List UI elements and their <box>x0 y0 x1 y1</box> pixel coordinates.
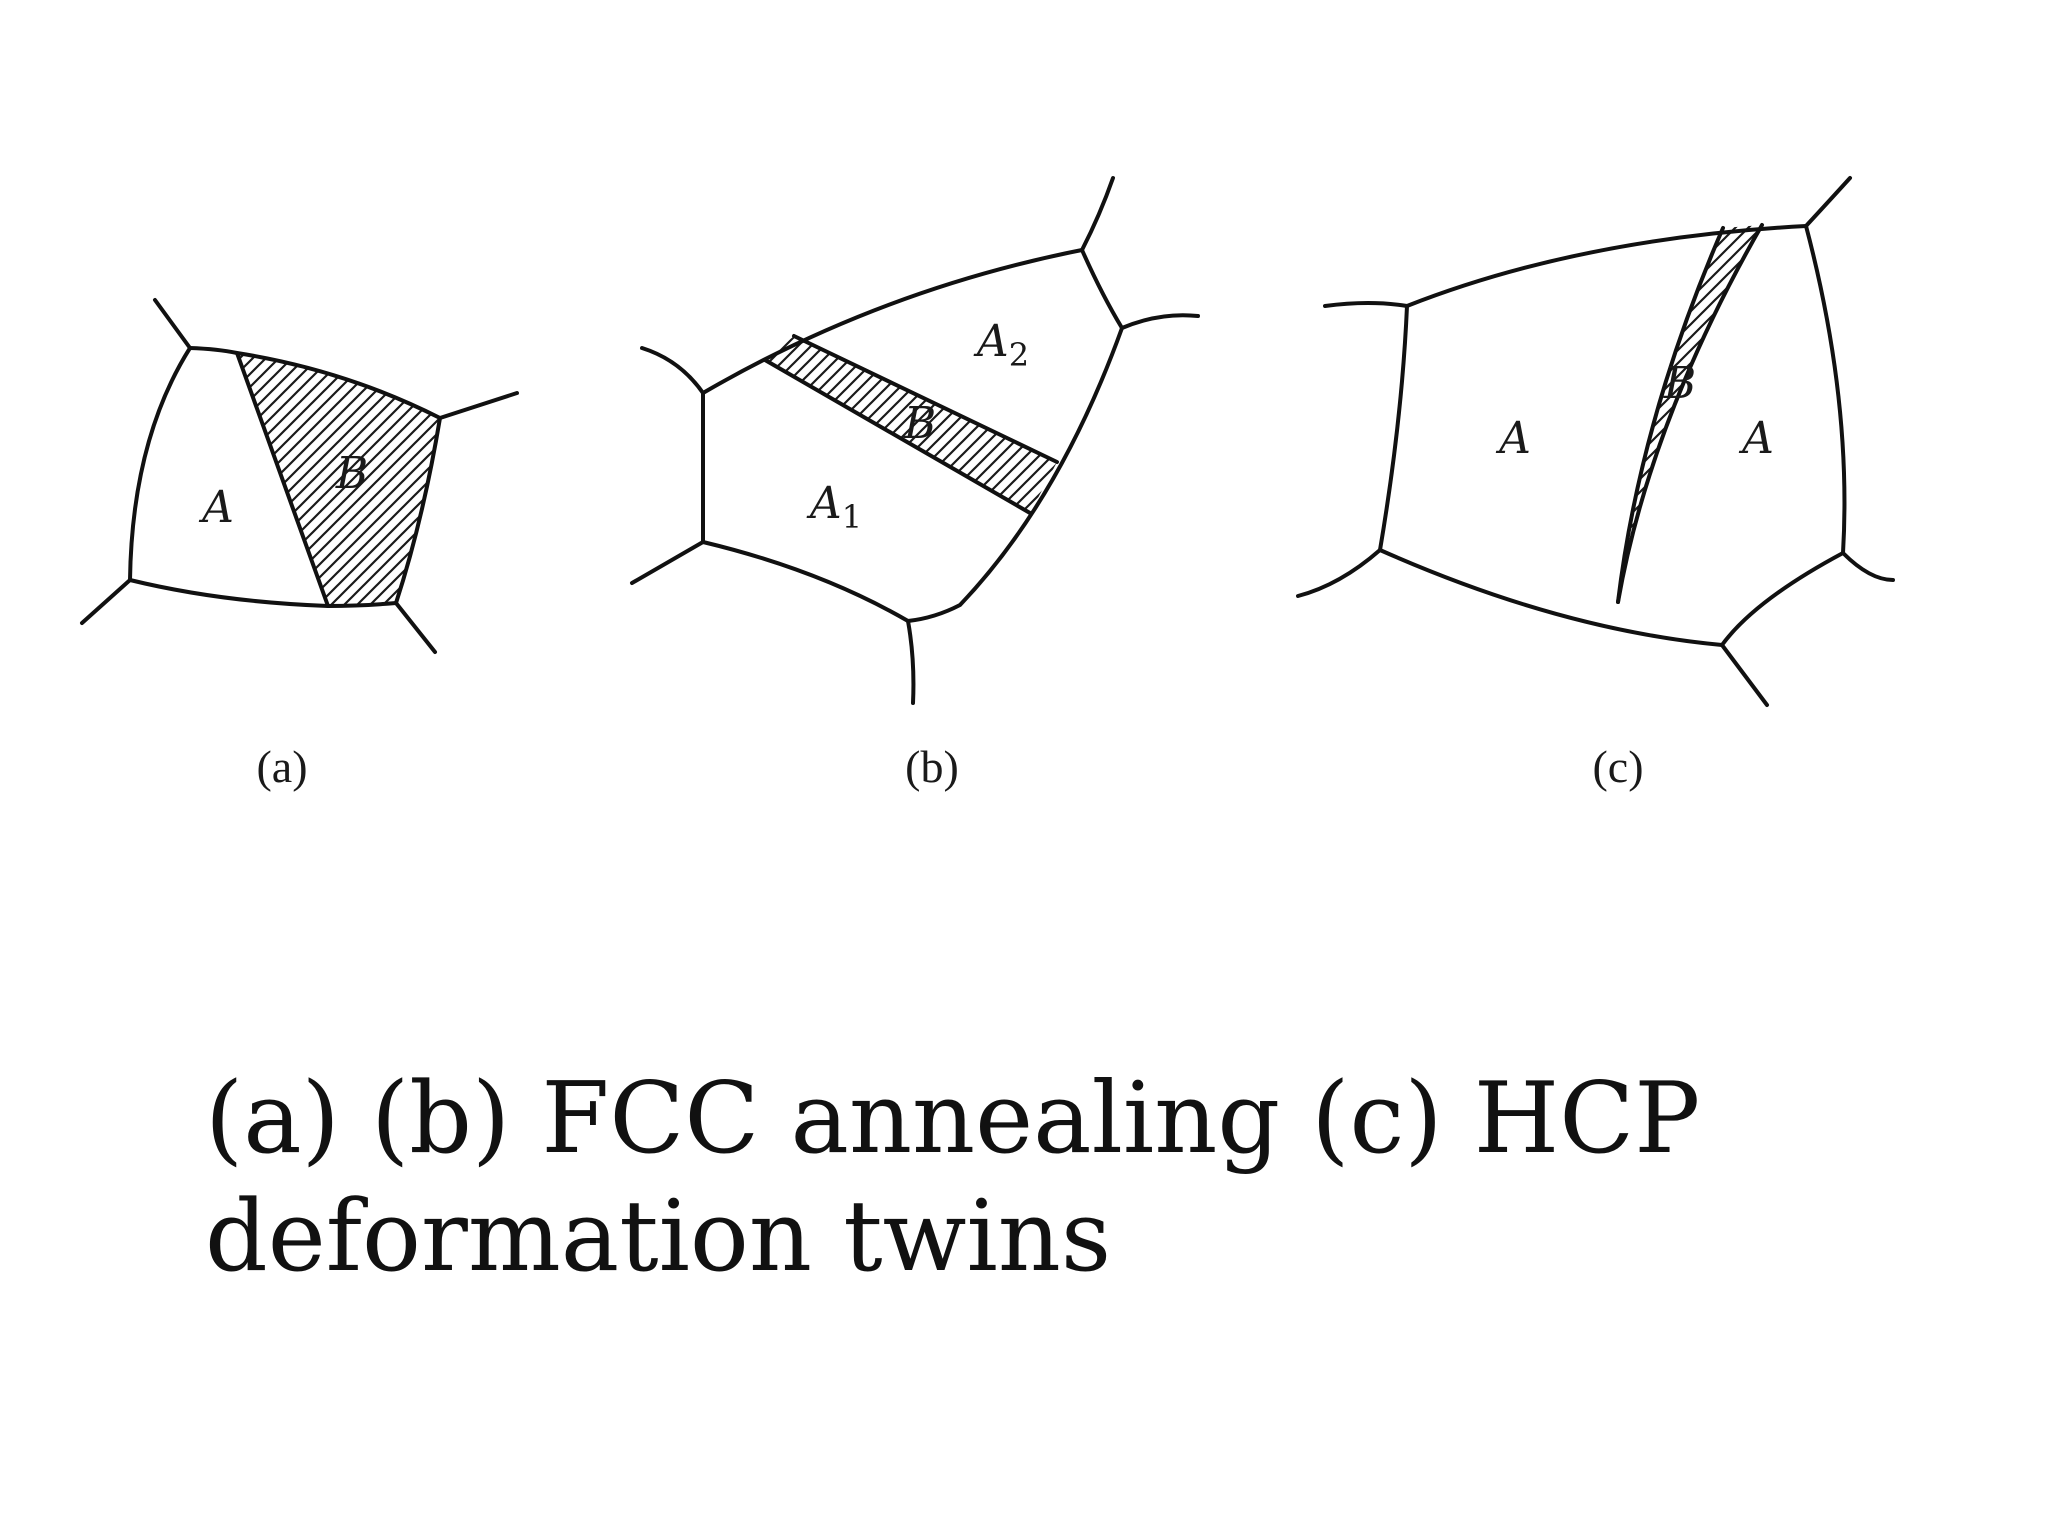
panel-b-twin-label-b: B <box>903 398 936 449</box>
panel-c-twin-lamella <box>1618 225 1762 602</box>
panel-a-grain-label-a: A <box>198 482 234 533</box>
caption-line-1: (a) (b) FCC annealing (c) HCP <box>205 1062 1701 1176</box>
panel-c-grain-label-a-left: A <box>1495 413 1531 464</box>
panel-b-grain-boundaries <box>630 176 1200 705</box>
panel-c: A B A (c) <box>1296 176 1895 792</box>
slide-caption: (a) (b) FCC annealing (c) HCP deformatio… <box>205 1060 1905 1296</box>
caption-line-2: deformation twins <box>205 1180 1112 1294</box>
panel-b-twin-band <box>765 336 1057 513</box>
panel-b: A2 B A1 (b) <box>630 176 1200 792</box>
panel-a-sub-caption: (a) <box>256 741 307 792</box>
panel-a: A B (a) <box>80 298 519 792</box>
panel-b-sub-caption: (b) <box>905 741 959 792</box>
panel-a-twin-label-b: B <box>335 448 368 499</box>
panel-b-grain-label-a2: A2 <box>973 316 1029 374</box>
panel-b-grain-label-a1: A1 <box>806 478 862 536</box>
panel-c-twin-label-b: B <box>1663 358 1696 409</box>
panel-a-grain-boundaries <box>80 298 519 654</box>
panel-c-sub-caption: (c) <box>1592 741 1643 792</box>
twin-diagram-figure: A B (a) A2 B A1 (b) <box>80 176 1895 792</box>
panel-a-twin-region <box>237 353 440 606</box>
panel-c-grain-label-a-right: A <box>1738 413 1774 464</box>
panel-c-grain-boundaries <box>1296 176 1895 707</box>
